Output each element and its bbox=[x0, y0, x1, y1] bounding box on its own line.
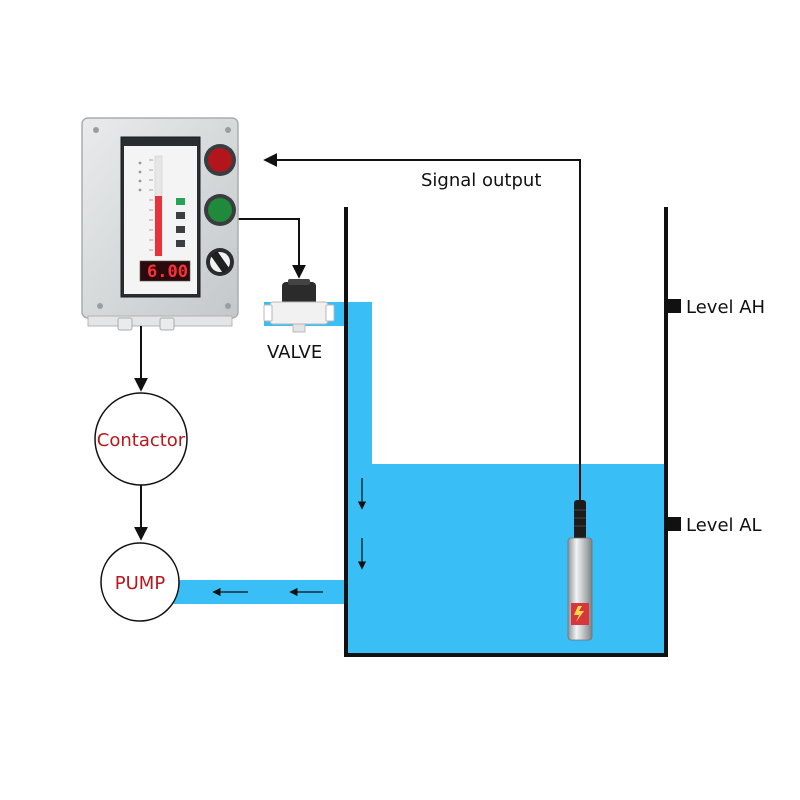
status-led bbox=[138, 188, 142, 192]
level-al-tick bbox=[668, 517, 681, 531]
meter-button bbox=[176, 240, 185, 247]
sensor-boot-ribs bbox=[574, 509, 586, 527]
status-led bbox=[138, 170, 142, 174]
status-led bbox=[138, 161, 142, 165]
alarm-lamp-icon bbox=[204, 144, 236, 226]
signal-cable bbox=[263, 153, 581, 500]
lcd-display bbox=[139, 260, 191, 282]
valve-body bbox=[269, 301, 329, 325]
valve-coil-top bbox=[288, 279, 310, 285]
level-ah-marker: Level AH bbox=[668, 297, 765, 318]
controller-box: 6.00 bbox=[81, 117, 239, 331]
pressure-transmitter-icon bbox=[567, 500, 593, 641]
level-ah-label: Level AH bbox=[686, 297, 765, 318]
lightning-icon bbox=[574, 606, 584, 622]
bargraph-icon bbox=[138, 155, 163, 257]
valve-stem bbox=[292, 323, 306, 333]
level-al-marker: Level AL bbox=[668, 515, 762, 536]
water-tank-fill bbox=[346, 464, 664, 654]
pump-circle bbox=[100, 542, 180, 622]
contactor-label: Contactor bbox=[97, 430, 186, 451]
status-led bbox=[138, 179, 142, 183]
cable-gland bbox=[117, 317, 133, 331]
meter-button bbox=[176, 212, 185, 219]
valve-port-left bbox=[263, 304, 273, 322]
solenoid-valve-icon bbox=[263, 279, 335, 333]
valve-coil bbox=[282, 282, 316, 306]
selector-knob-lever bbox=[211, 251, 229, 273]
high-alarm-lamp bbox=[208, 148, 232, 172]
tank-walls bbox=[344, 207, 668, 657]
sensor-cable-boot bbox=[574, 500, 586, 540]
screw-icon bbox=[93, 127, 99, 133]
cable-gland bbox=[159, 317, 175, 331]
screw-icon bbox=[225, 127, 231, 133]
bargraph-fill bbox=[155, 196, 162, 256]
bargraph-ticks bbox=[149, 159, 153, 251]
valve: VALVE bbox=[263, 279, 335, 363]
lcd-value: 6.00 bbox=[147, 262, 188, 282]
low-alarm-lamp bbox=[208, 198, 232, 222]
pump: PUMP bbox=[100, 542, 180, 622]
level-al-label: Level AL bbox=[686, 515, 762, 536]
water-body bbox=[172, 302, 664, 654]
controller-to-valve-arrow bbox=[238, 218, 306, 279]
meter-button bbox=[176, 226, 185, 233]
contactor: Contactor bbox=[94, 392, 188, 486]
selector-knob-icon bbox=[206, 248, 234, 276]
water-inlet-column bbox=[346, 302, 372, 465]
signal-output-label: Signal output bbox=[421, 170, 541, 191]
signal-output-line: Signal output bbox=[263, 153, 581, 500]
tank bbox=[344, 207, 668, 657]
screw-icon bbox=[225, 303, 231, 309]
flow-arrows bbox=[212, 478, 367, 597]
screw-icon bbox=[97, 303, 103, 309]
valve-port-right bbox=[325, 304, 335, 322]
valve-label: VALVE bbox=[267, 342, 322, 363]
meter-button bbox=[176, 198, 185, 205]
pump-label: PUMP bbox=[115, 573, 166, 594]
level-ah-tick bbox=[668, 299, 681, 313]
